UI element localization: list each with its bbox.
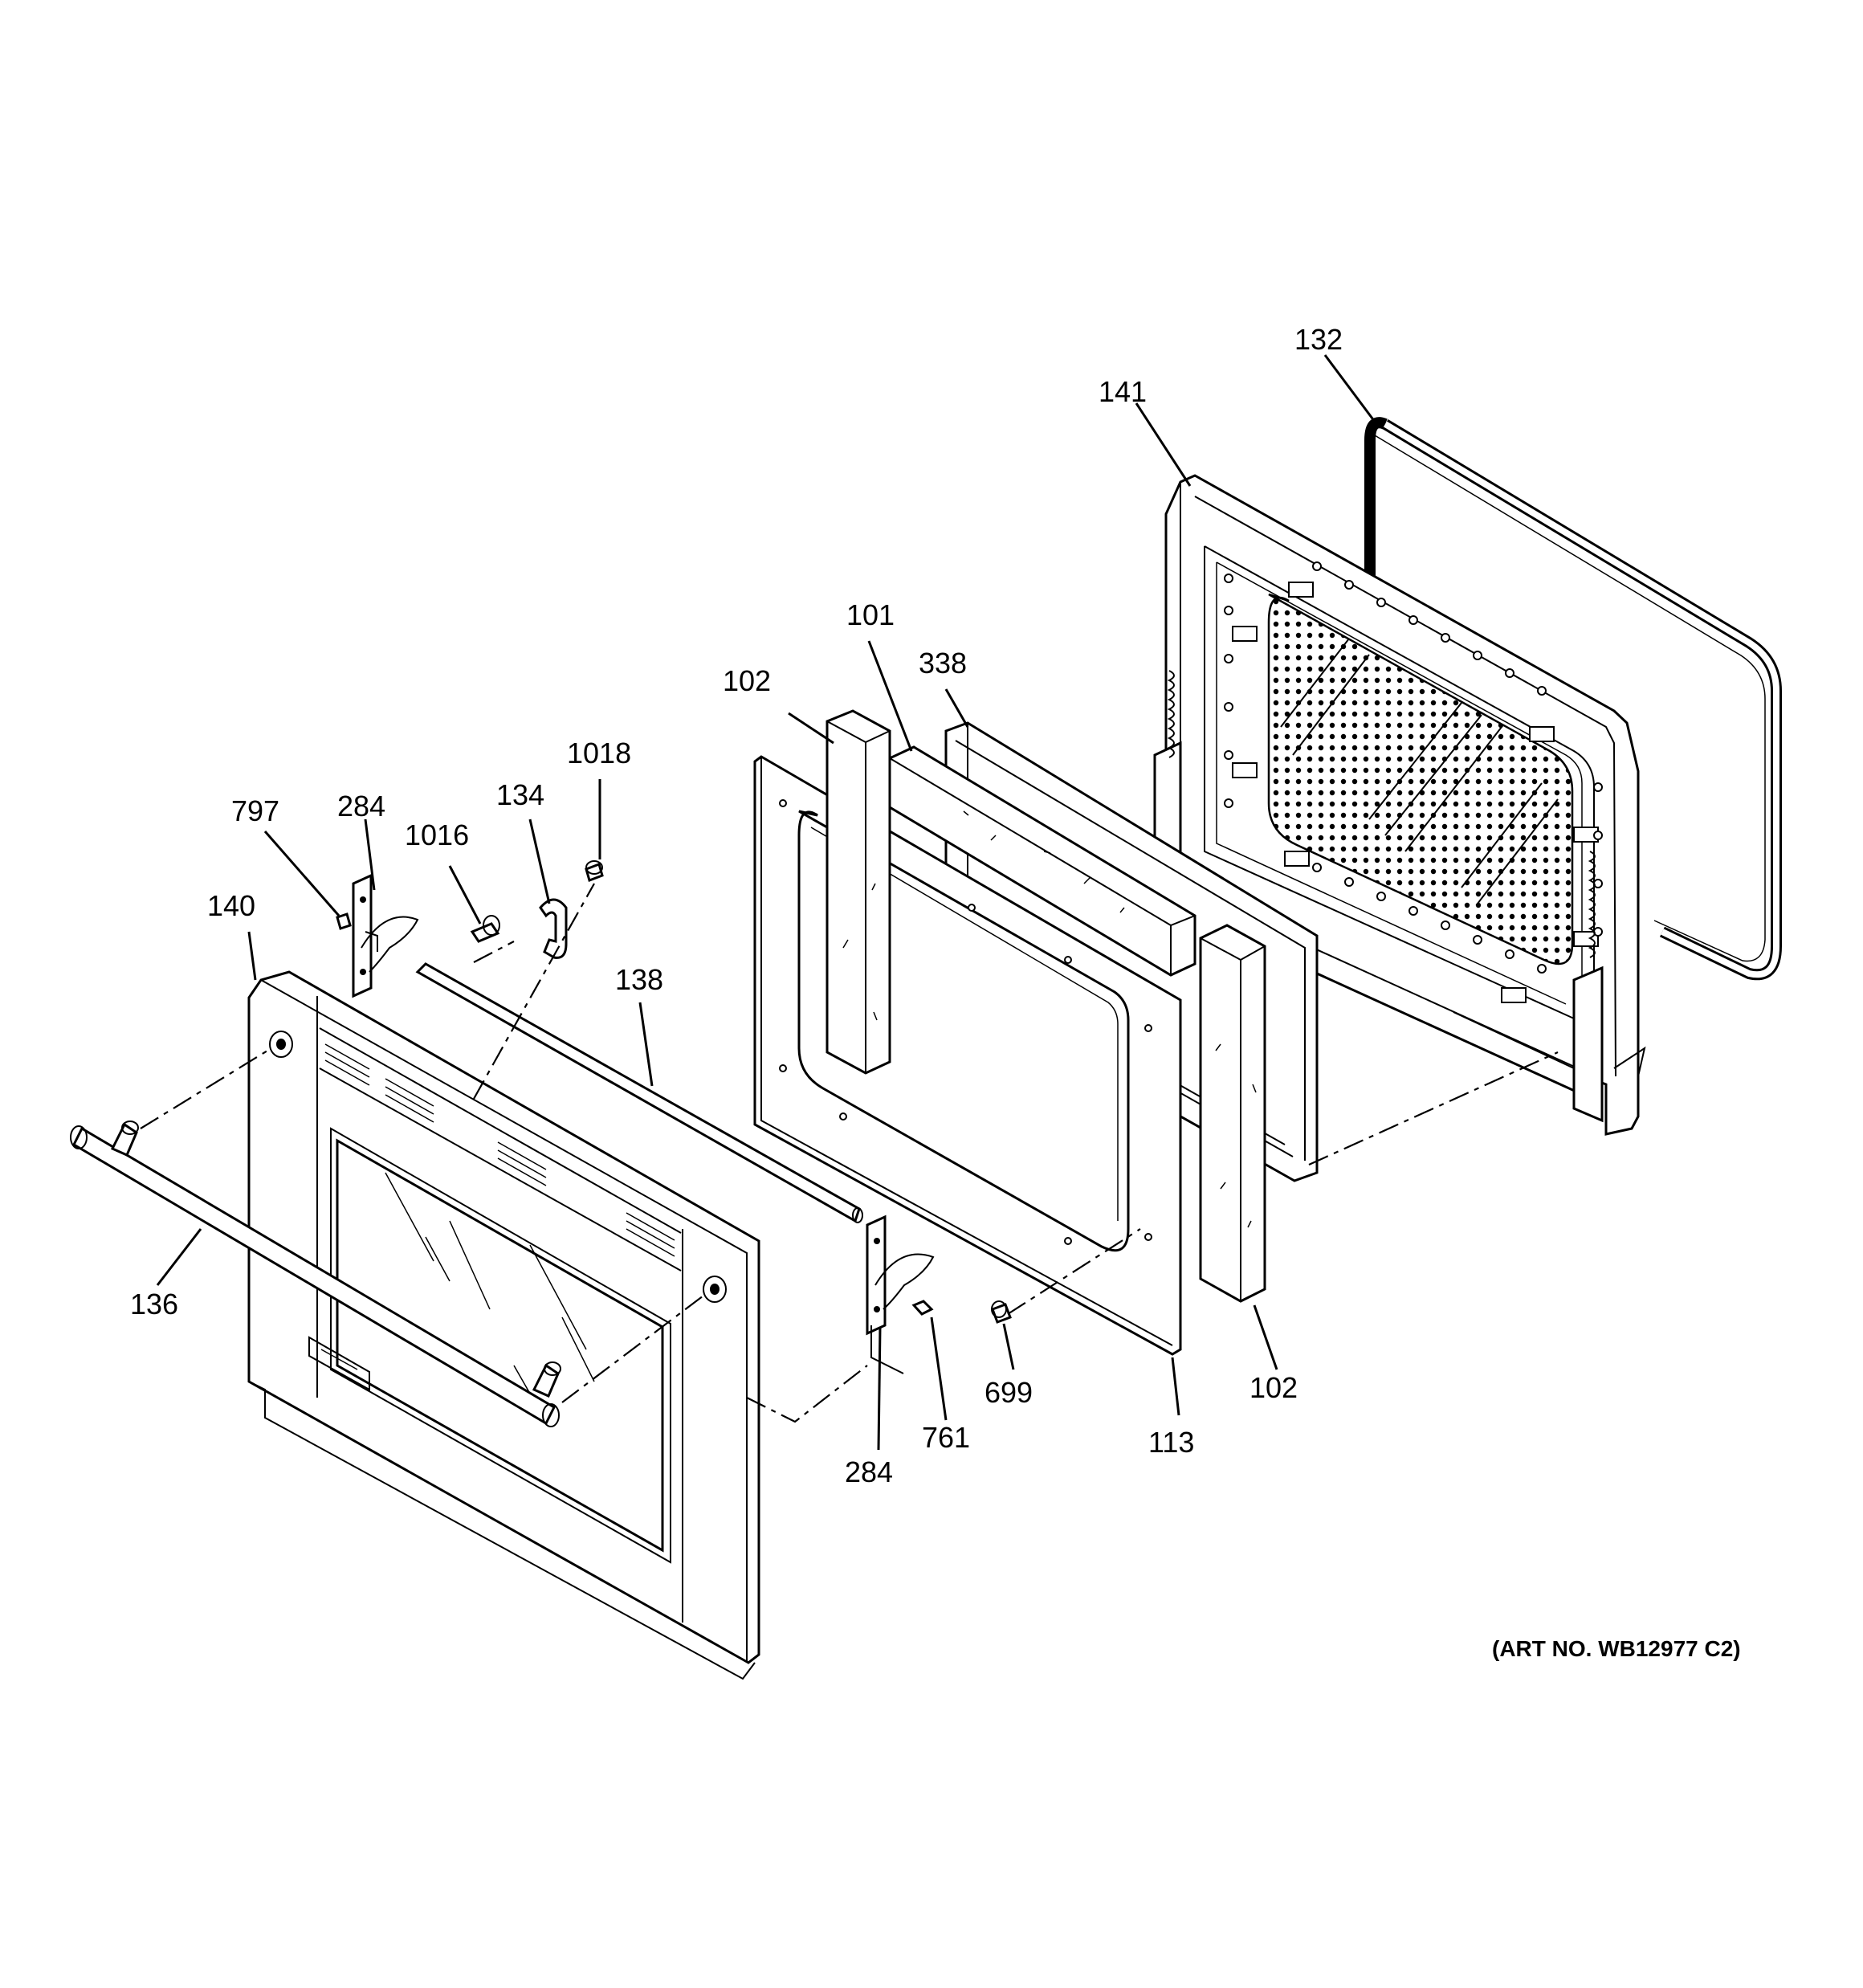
callout-101: 101 [846,598,895,631]
callout-338: 338 [919,647,967,680]
callout-797: 797 [231,794,279,827]
callout-134: 134 [496,778,544,811]
part-284-hinge-bottom [866,1214,935,1374]
part-284-hinge-top [352,873,419,998]
callout-761: 761 [922,1421,970,1454]
callout-138: 138 [615,963,663,996]
callout-113: 113 [1148,1426,1194,1459]
callout-699: 699 [984,1376,1033,1409]
part-1016-screw [470,915,500,943]
callout-136: 136 [130,1288,178,1321]
part-140-outer-door [247,970,760,1680]
part-138-top-trim [415,962,863,1223]
callout-132: 132 [1294,323,1343,356]
callout-140: 140 [207,889,255,922]
part-761-screw [911,1300,934,1316]
part-132-door-gasket [1364,417,1782,981]
part-1018-screw [585,860,604,882]
callout-1016: 1016 [405,818,469,851]
part-699-screw [991,1300,1012,1324]
art-number: (ART NO. WB12977 C2) [1492,1636,1741,1661]
leader-lines [156,354,1376,1451]
part-134-bracket [539,898,568,959]
part-136-door-handle [70,1121,561,1427]
part-141-inner-door-panel [1153,474,1646,1136]
part-102-insulation-left [826,709,891,1075]
callout-141: 141 [1099,375,1147,408]
callout-284-top: 284 [337,790,385,823]
part-102-insulation-right [1199,924,1266,1303]
callout-102-bottom: 102 [1249,1371,1298,1404]
callout-1018: 1018 [567,737,631,769]
alignment-lines [140,883,1559,1423]
callout-102-top: 102 [723,664,771,697]
callout-284-bottom: 284 [845,1455,893,1488]
part-797-screw [336,912,352,930]
